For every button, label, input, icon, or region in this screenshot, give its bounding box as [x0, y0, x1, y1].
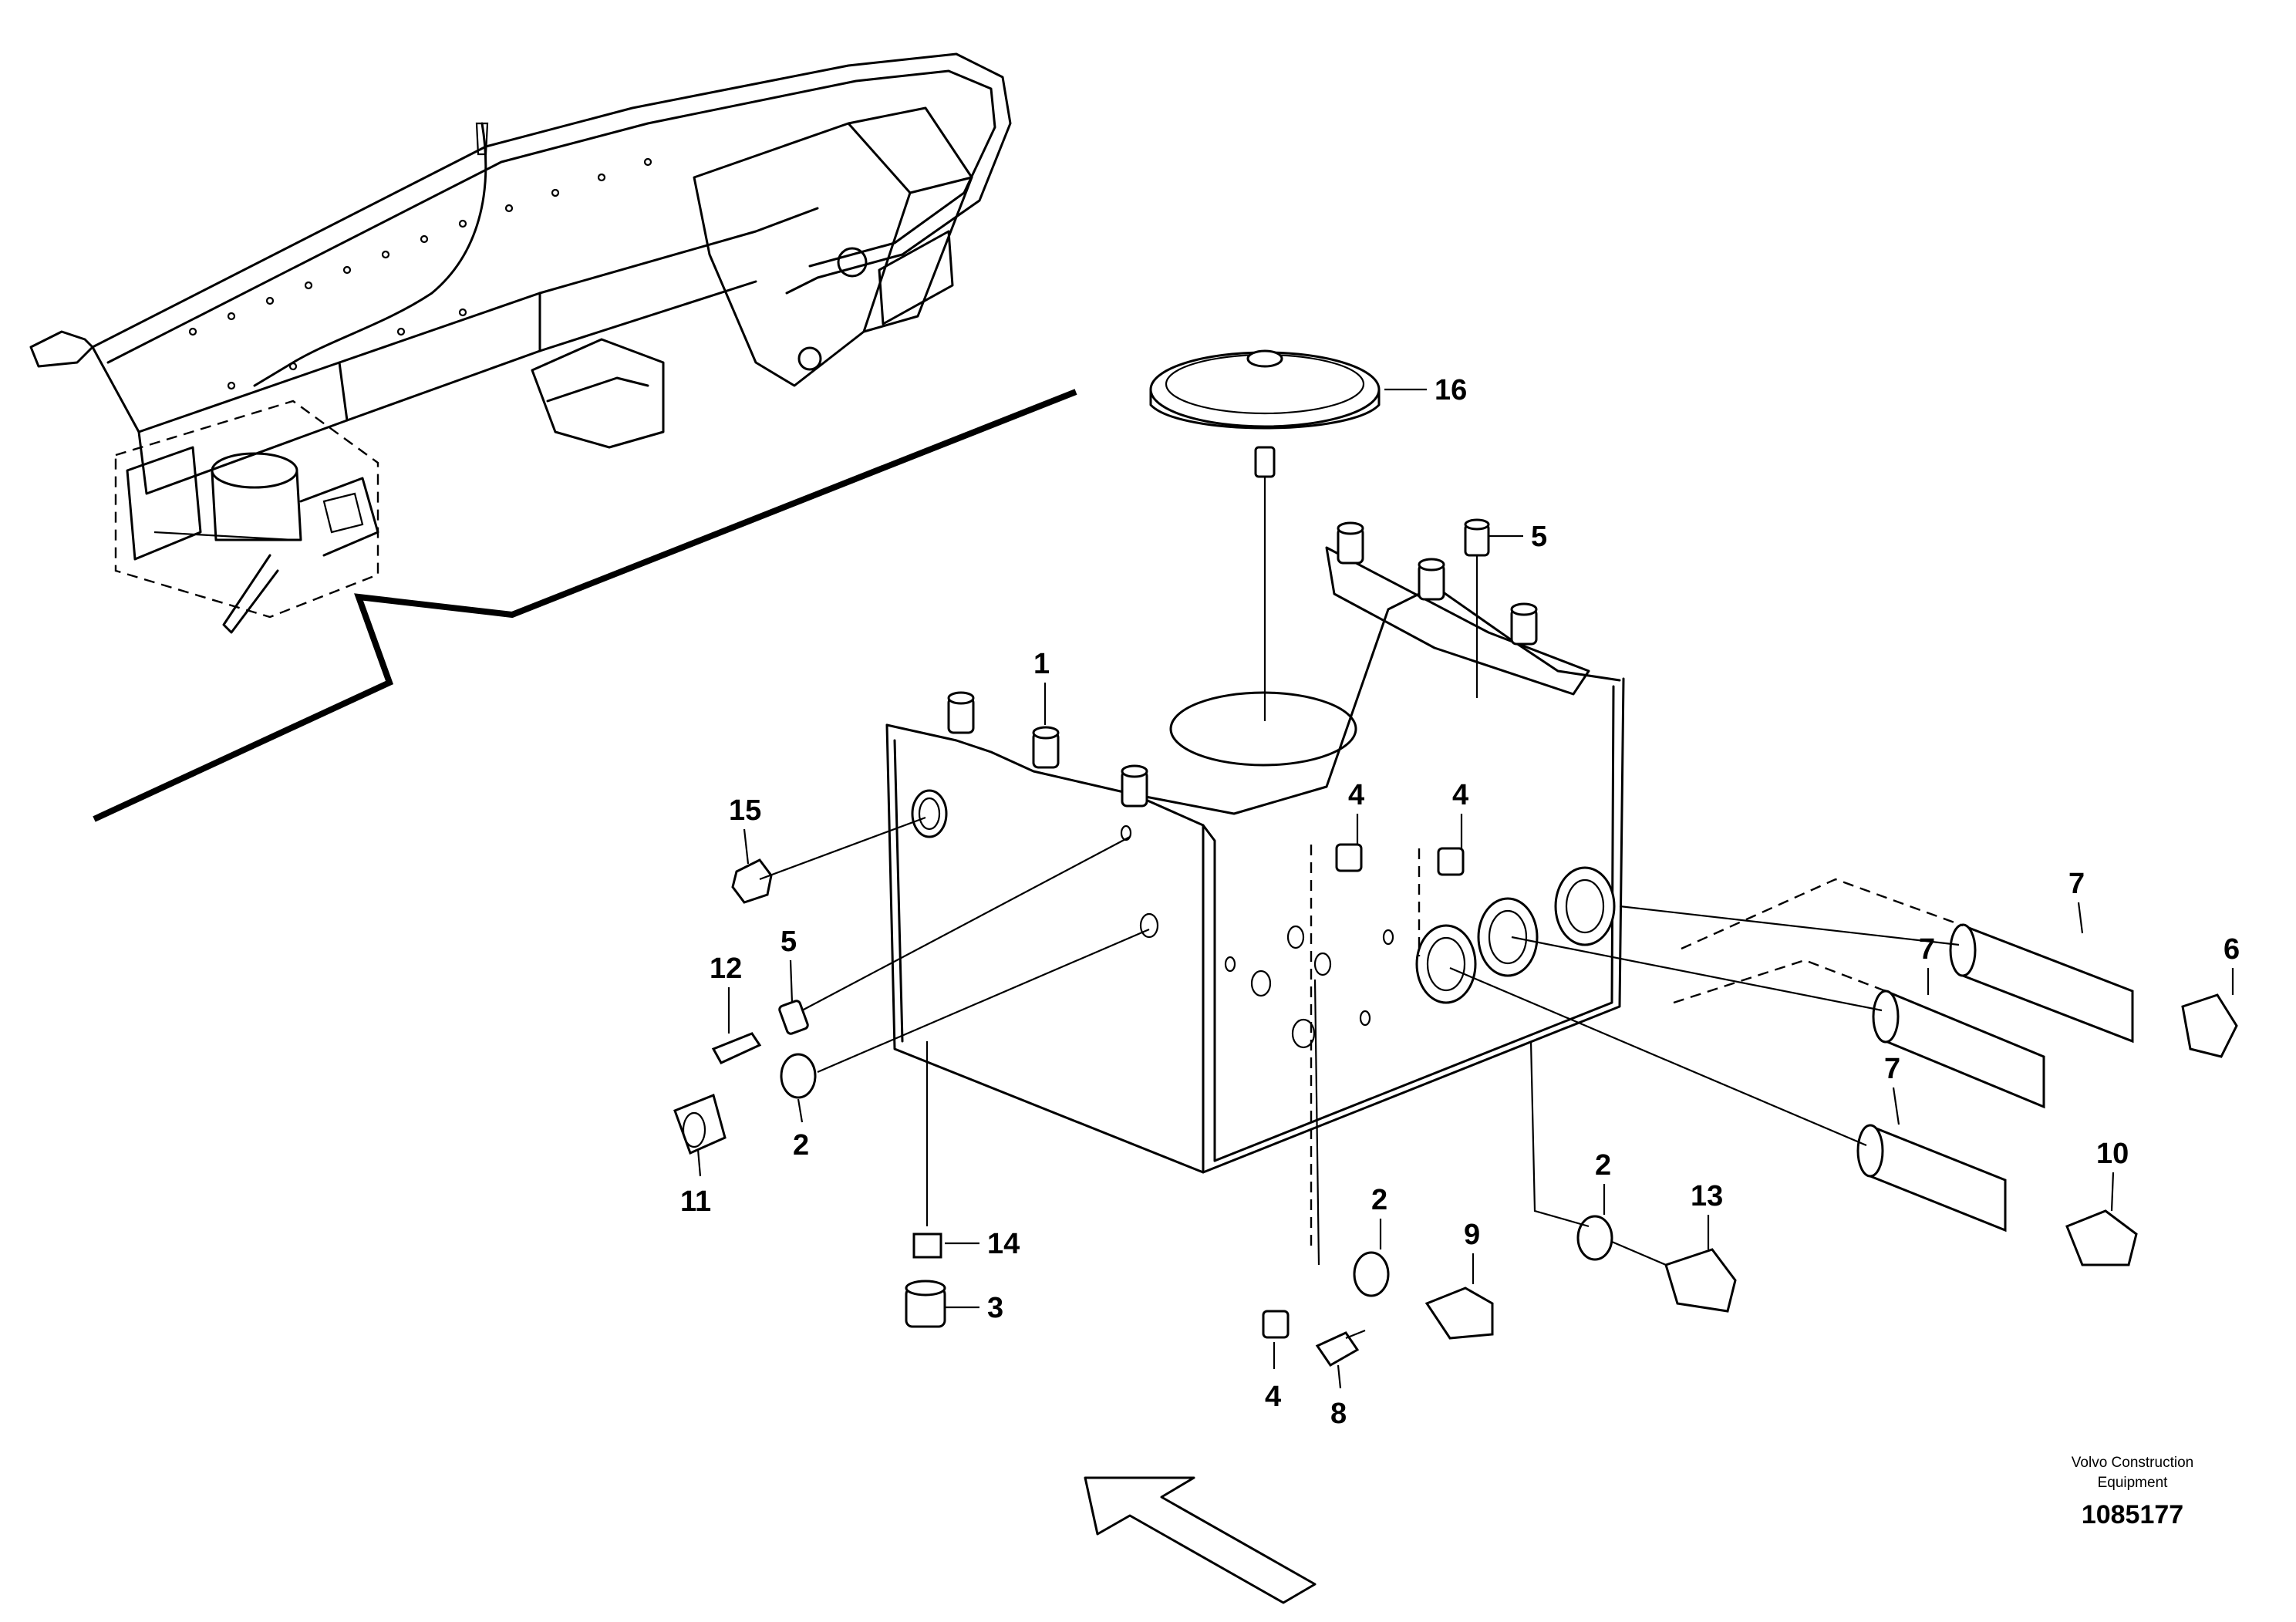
- callout-9: 9: [1464, 1219, 1480, 1251]
- publisher-credit: Volvo Construction Equipment 1085177: [2072, 1455, 2193, 1529]
- callout-3: 3: [987, 1292, 1003, 1324]
- callout-11: 11: [680, 1185, 711, 1218]
- callout-7-bottom: 7: [1884, 1053, 1900, 1085]
- callout-12: 12: [710, 953, 742, 985]
- view-direction-arrow: [1084, 1476, 1317, 1604]
- machine-frame-overview: [29, 52, 1012, 634]
- frame-bolt-holes: [188, 157, 652, 390]
- callout-15: 15: [729, 794, 761, 827]
- callout-labels: 1 16 5 15 5 12 2 11 14 3 4 4 4 8 2 9 2 1…: [680, 374, 2240, 1430]
- hydraulic-tank: [885, 521, 1625, 1174]
- callout-5-top: 5: [1531, 521, 1547, 553]
- zoom-connector: [93, 389, 1077, 822]
- tank-location-highlight: [114, 400, 379, 619]
- callout-16: 16: [1435, 374, 1467, 406]
- tank-mounting-nuts: [947, 521, 1538, 808]
- publisher-name-line1: Volvo Construction: [2072, 1455, 2193, 1471]
- filler-opening: [1169, 691, 1357, 767]
- sight-glass-port: [911, 789, 948, 838]
- callout-1: 1: [1033, 648, 1050, 680]
- callout-2-left: 2: [793, 1129, 809, 1162]
- callout-8: 8: [1330, 1398, 1347, 1430]
- callout-5-left: 5: [781, 926, 797, 958]
- filler-cap: [1149, 349, 1381, 721]
- callout-10: 10: [2096, 1138, 2129, 1170]
- tank-side-ports: [1224, 866, 1616, 1049]
- publisher-name-line2: Equipment: [2098, 1475, 2169, 1491]
- small-parts: [673, 518, 2238, 1367]
- callout-2-mid: 2: [1371, 1184, 1387, 1216]
- callout-14: 14: [987, 1228, 1020, 1260]
- callout-4-c: 4: [1265, 1381, 1281, 1413]
- callout-7-mid: 7: [1919, 933, 1935, 966]
- leader-lines: [696, 388, 2234, 1389]
- callout-6: 6: [2224, 933, 2240, 966]
- callout-4-b: 4: [1452, 779, 1468, 811]
- document-number: 1085177: [2082, 1500, 2183, 1529]
- callout-13: 13: [1691, 1180, 1723, 1212]
- callout-2-right: 2: [1595, 1149, 1611, 1182]
- callout-7-top: 7: [2068, 868, 2085, 900]
- callout-4-a: 4: [1348, 779, 1364, 811]
